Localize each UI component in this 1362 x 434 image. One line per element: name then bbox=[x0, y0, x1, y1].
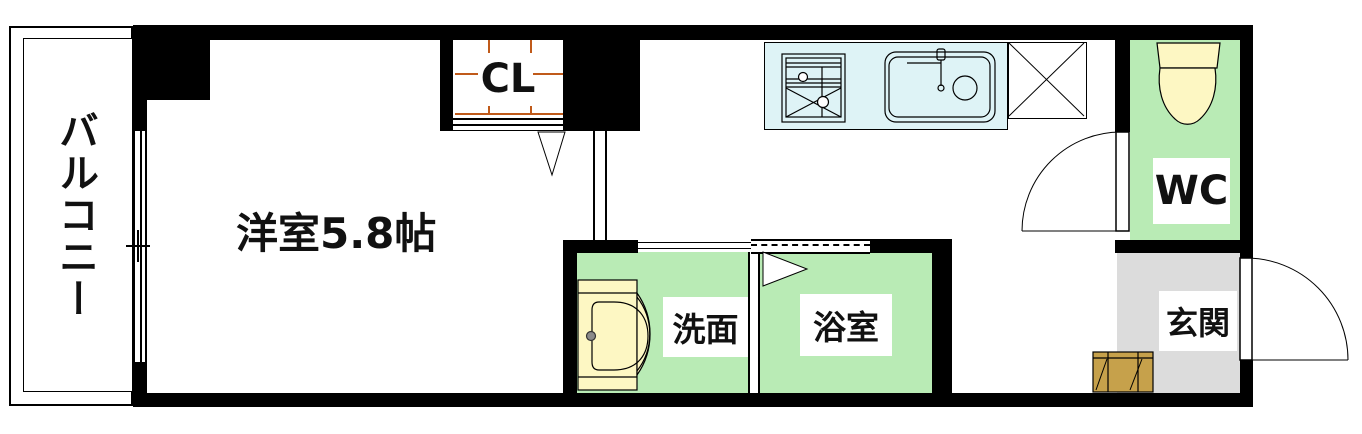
bathroom-folding-door bbox=[751, 239, 870, 254]
closet-label: CL bbox=[480, 56, 536, 102]
wc-bottom-wall bbox=[1115, 240, 1253, 253]
bathroom-label: 浴室 bbox=[813, 308, 879, 347]
closet-left-wall bbox=[440, 38, 453, 131]
nw-corner-pillar bbox=[133, 25, 210, 100]
wc-label-patch: WC bbox=[1153, 158, 1230, 224]
western-room-label: 洋室5.8帖 bbox=[236, 209, 437, 258]
entrance-label-patch: 玄関 bbox=[1159, 291, 1237, 351]
closet-rod-mark bbox=[488, 40, 490, 53]
left-wall-lower bbox=[133, 362, 147, 394]
folding-door-dashes bbox=[751, 244, 870, 246]
entrance-label: 玄関 bbox=[1165, 304, 1230, 342]
kitchen-counter bbox=[764, 42, 1008, 130]
closet-bottom-edge bbox=[453, 130, 563, 131]
closet-rod-mark bbox=[530, 40, 532, 53]
washroom-bathroom-partition bbox=[748, 252, 750, 393]
closet-right-pillar bbox=[563, 38, 640, 131]
washroom-left-wall bbox=[563, 240, 577, 407]
balcony-inner-outline bbox=[23, 38, 133, 392]
washroom-label-patch: 洗面 bbox=[663, 297, 748, 357]
right-wall-lower bbox=[1240, 360, 1253, 407]
room-partition-line bbox=[605, 131, 607, 241]
left-wall-upper bbox=[133, 100, 147, 131]
washroom-label: 洗面 bbox=[672, 310, 739, 349]
wc-left-wall bbox=[1115, 28, 1130, 132]
top-wall bbox=[133, 25, 1253, 40]
right-wall-upper bbox=[1240, 25, 1253, 258]
refrigerator-space bbox=[1008, 42, 1087, 119]
balcony-label: バルコニー bbox=[52, 110, 98, 320]
washroom-bathroom-partition bbox=[758, 252, 760, 393]
entrance-door bbox=[1239, 257, 1349, 361]
window-center-tick bbox=[137, 230, 139, 262]
bathroom-right-wall bbox=[932, 239, 952, 407]
bathroom-top-wall bbox=[868, 239, 952, 253]
bottom-wall bbox=[133, 393, 1253, 407]
closet-rod-mark bbox=[488, 106, 490, 114]
closet-door-triangle bbox=[537, 131, 566, 177]
closet-rod-mark bbox=[455, 113, 563, 115]
closet-door-track bbox=[453, 124, 563, 126]
closet-rod-mark bbox=[530, 106, 532, 114]
closet-rod-mark bbox=[533, 73, 563, 75]
closet-door-track bbox=[453, 118, 563, 120]
room-partition-line bbox=[593, 131, 595, 241]
closet-rod-mark bbox=[455, 73, 478, 75]
wc-door bbox=[1021, 131, 1130, 232]
wc-label: WC bbox=[1154, 168, 1229, 214]
washroom-top-wall bbox=[563, 240, 638, 253]
bathroom-label-patch: 浴室 bbox=[800, 294, 892, 356]
washroom-doorway bbox=[638, 242, 752, 249]
